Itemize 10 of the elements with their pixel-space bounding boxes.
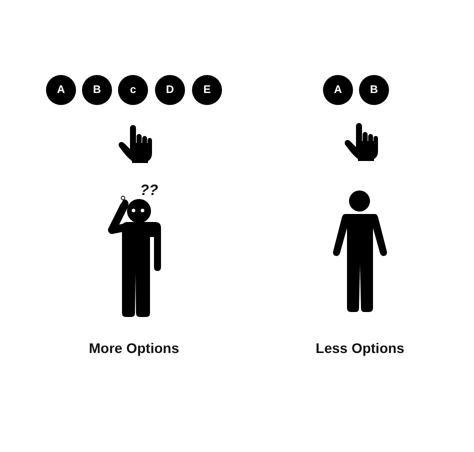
option-circle: A bbox=[46, 75, 76, 105]
caption-text: Less Options bbox=[316, 340, 404, 356]
option-circle: B bbox=[359, 75, 389, 105]
option-circle: E bbox=[192, 75, 222, 105]
option-circle: D bbox=[155, 75, 185, 105]
caption-text: More Options bbox=[88, 340, 180, 356]
option-circle: c bbox=[118, 75, 148, 105]
option-circle: B bbox=[82, 75, 112, 105]
question-marks: ?? bbox=[140, 182, 158, 199]
option-circle: A bbox=[323, 75, 353, 105]
